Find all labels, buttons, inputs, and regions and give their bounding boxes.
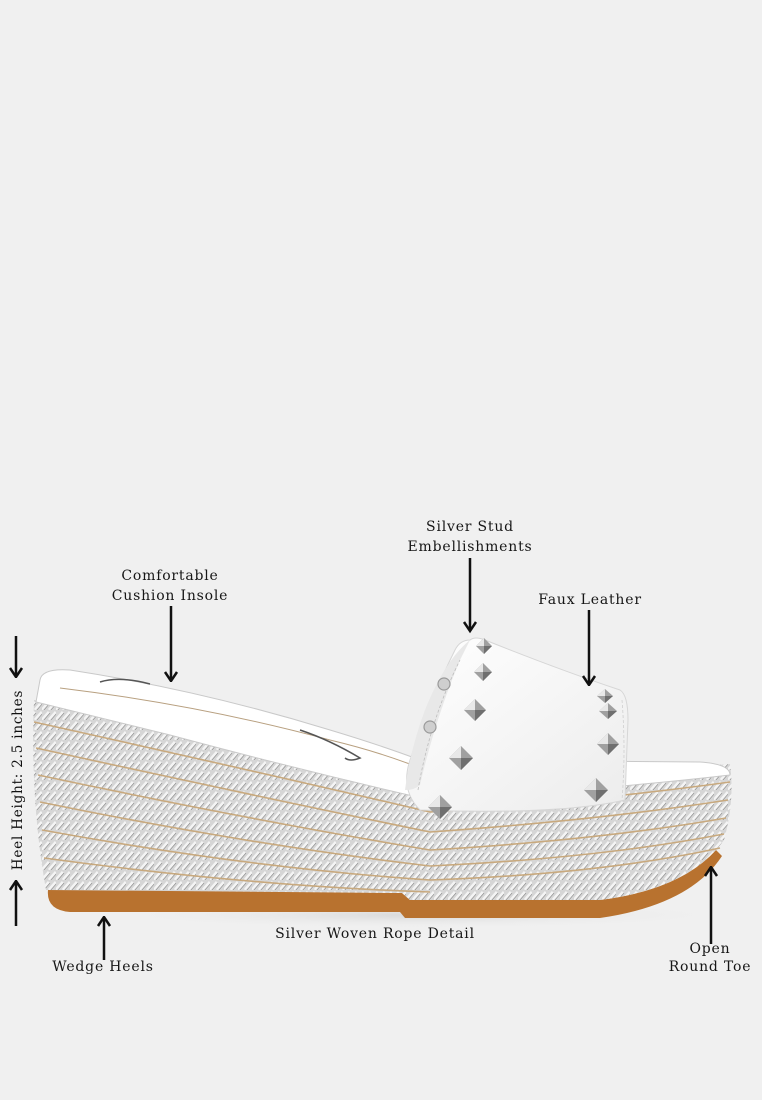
arrow-down-icon — [8, 636, 24, 678]
heel-height-text: Heel Height: 2.5 inches — [10, 689, 26, 871]
arrow-up-icon — [96, 916, 112, 960]
arrow-down-icon — [163, 606, 179, 682]
rope-wedge — [33, 700, 732, 900]
cushion-insole-label: Comfortable Cushion Insole — [95, 566, 245, 606]
label-line: Round Toe — [668, 959, 752, 975]
silver-studs — [428, 638, 619, 819]
label-line: Cushion Insole — [111, 588, 229, 604]
label-line: Comfortable — [121, 568, 219, 584]
arrow-down-icon — [462, 558, 478, 634]
wedge-heels-label: Wedge Heels — [52, 959, 154, 975]
label-line: Silver Stud — [426, 519, 514, 535]
silver-stud-label: Silver Stud Embellishments — [390, 517, 550, 557]
arrow-up-icon — [703, 866, 719, 944]
eyelets — [423, 677, 451, 734]
arrow-up-icon — [8, 880, 24, 926]
arrow-down-icon — [581, 610, 597, 686]
rope-detail-label: Silver Woven Rope Detail — [275, 926, 475, 942]
heel-height-label: Heel Height: 2.5 inches — [8, 680, 28, 880]
outsole — [47, 850, 723, 918]
label-line: Open — [689, 941, 731, 957]
label-line: Embellishments — [407, 539, 533, 555]
open-toe-label: Open Round Toe — [660, 940, 760, 976]
faux-leather-label: Faux Leather — [538, 592, 642, 608]
